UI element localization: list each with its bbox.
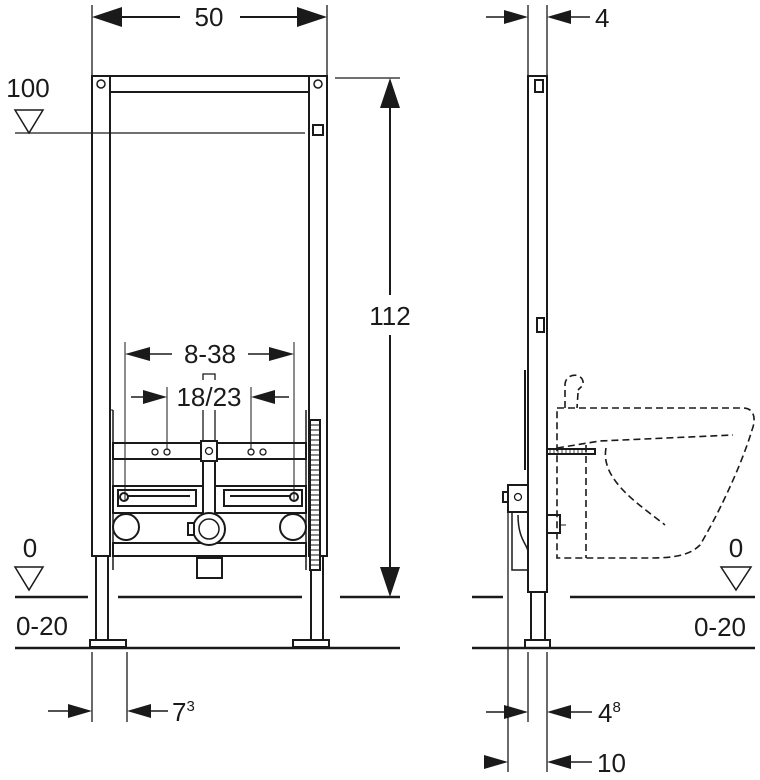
front-view: 50	[6, 2, 410, 727]
width-label: 50	[195, 2, 224, 32]
height-label: 112	[369, 301, 410, 331]
frame	[89, 75, 330, 648]
bidet-outline	[556, 374, 755, 559]
total-depth-dimension: 10	[484, 748, 626, 778]
depth-top-label: 4	[595, 3, 609, 33]
top-level-label: 100	[6, 73, 49, 103]
fixing-distance-dimension: 18/23	[131, 373, 289, 450]
leg-offset-label: 73	[172, 697, 195, 727]
side-floor-range-label: 0-20	[694, 612, 746, 642]
tap-range-label: 8-38	[184, 339, 236, 369]
depth-top-dimension: 4	[486, 3, 609, 76]
width-dimension: 50	[91, 2, 328, 76]
top-level-marker: 100	[6, 73, 305, 135]
tap-range-dimension: 8-38	[124, 339, 295, 500]
side-frame	[502, 75, 596, 649]
side-view: 4 0	[472, 3, 755, 778]
floor-range-label: 0-20	[16, 611, 68, 641]
leg-depth-label: 48	[598, 698, 621, 728]
side-floor-level-label: 0	[729, 533, 743, 563]
floor-level-label: 0	[23, 533, 37, 563]
leg-offset-dimension: 73	[48, 652, 195, 727]
height-dimension: 112	[335, 77, 411, 597]
total-depth-label: 10	[597, 748, 626, 778]
floor-level-marker: 0 0-20	[13, 533, 400, 650]
leg-depth-dimension: 48	[486, 505, 621, 772]
side-floor-level-marker: 0 0-20	[472, 533, 755, 650]
fixing-distance-label: 18/23	[176, 382, 241, 412]
